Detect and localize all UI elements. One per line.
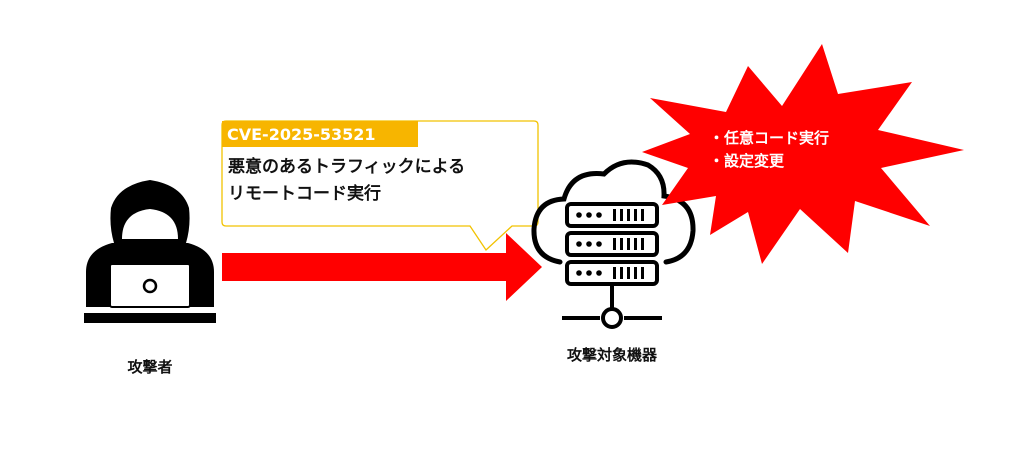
cloud-server-icon <box>531 159 696 329</box>
cve-id: CVE-2025-53521 <box>227 125 376 144</box>
hooded-hacker-laptop-icon <box>84 180 216 323</box>
callout-line-2: リモートコード実行 <box>228 183 381 204</box>
impact-item-2: ・設定変更 <box>709 152 785 170</box>
attack-arrow <box>222 233 542 301</box>
callout-line-1: 悪意のあるトラフィックによる <box>228 156 465 177</box>
impact-item-1: ・任意コード実行 <box>709 129 829 147</box>
impact-burst <box>642 44 964 264</box>
callout-bubble: CVE-2025-53521 悪意のあるトラフィックによる リモートコード実行 <box>221 120 539 251</box>
cve-badge <box>222 121 418 147</box>
attacker-label: 攻撃者 <box>127 358 172 376</box>
target-label: 攻撃対象機器 <box>567 346 658 364</box>
